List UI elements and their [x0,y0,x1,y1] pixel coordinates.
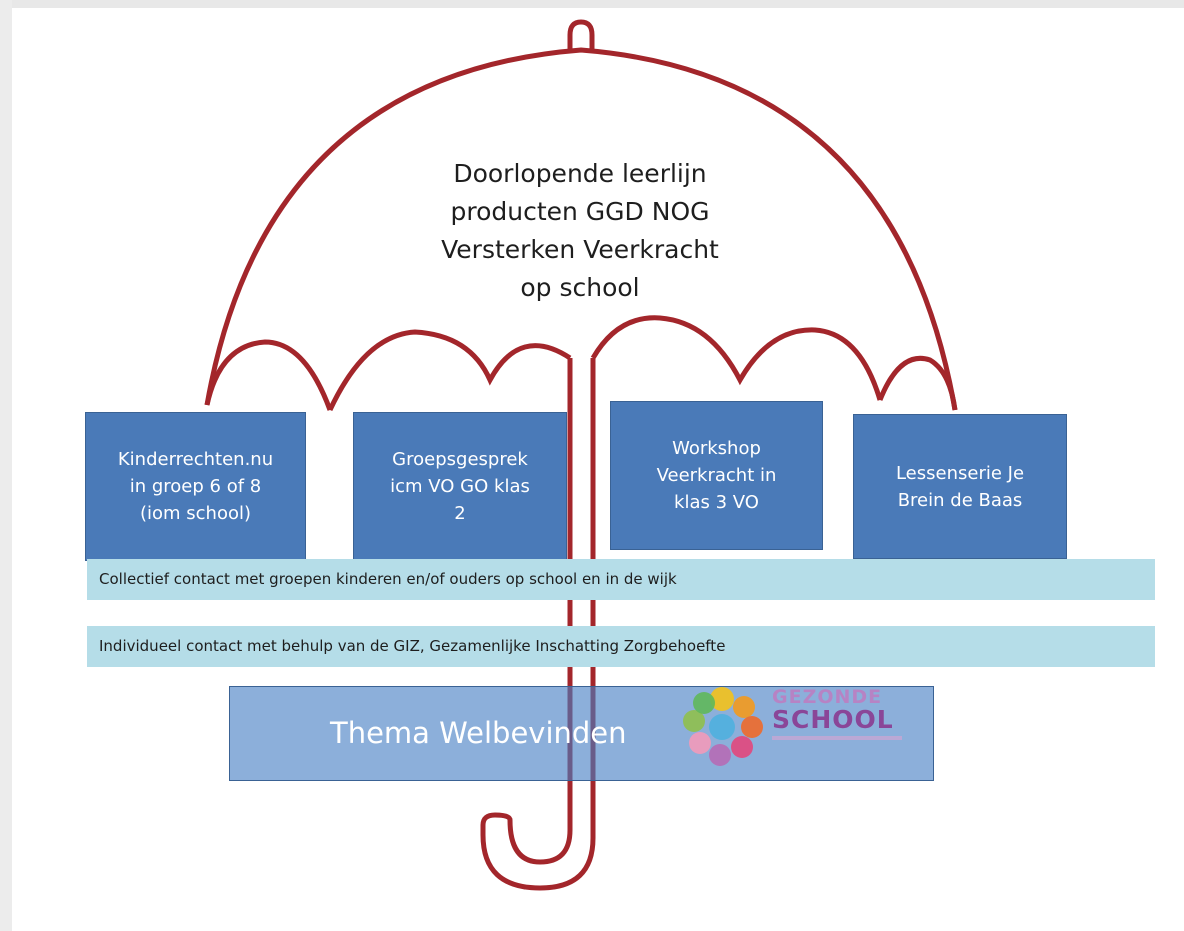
frame-top-border [0,0,1184,8]
title-line: Doorlopende leerlijn [453,159,707,188]
umbrella-scallop-1 [204,339,333,411]
title-line: Versterken Veerkracht [441,235,719,264]
box-line: klas 3 VO [674,492,759,513]
title-line: producten GGD NOG [450,197,710,226]
thema-label: Thema Welbevinden [330,716,627,750]
box-line: icm VO GO klas [390,476,530,497]
box-line: Lessenserie Je [895,462,1025,484]
box-line: (iom school) [139,503,251,524]
product-box-kinderrechten: Kinderrechten.nu in groep 6 of 8 (iom sc… [85,412,306,561]
gezonde-school-logo: GEZONDE SCHOOL [772,687,902,740]
product-box-lessenserie: Lessenserie Je Brein de Baas [853,414,1067,559]
box-line: Kinderrechten.nu [117,449,274,470]
title-line: op school [520,273,640,302]
umbrella-tip [567,19,595,53]
umbrella-scallop-2 [327,329,572,412]
logo-text-gezonde: GEZONDE [772,686,883,708]
umbrella-handle [507,358,573,865]
umbrella-handle-inner [480,358,596,891]
logo-tagline-bar [772,736,902,740]
logo-text-school: SCHOOL [772,705,894,734]
box-line: Workshop [672,438,761,459]
box-line: 2 [454,503,466,524]
thema-welbevinden-box: Thema Welbevinden GEZONDE SCHOOL [229,686,934,781]
diagram-title: Doorlopende leerlijn producten GGD NOG V… [380,155,780,307]
product-box-groepsgesprek: Groepsgesprek icm VO GO klas 2 [353,412,567,561]
box-line: Veerkracht in [656,465,777,486]
gezonde-school-flower-icon [683,687,763,766]
umbrella-scallop-4 [877,356,958,411]
box-line: Groepsgesprek [392,449,528,470]
product-box-workshop: Workshop Veerkracht in klas 3 VO [610,401,823,550]
band-individueel-contact: Individueel contact met behulp van de GI… [87,626,1155,667]
box-line: in groep 6 of 8 [129,476,262,497]
frame-left-border [0,0,12,931]
umbrella-canopy [204,47,958,411]
umbrella-scallop-3 [590,315,883,401]
box-line: Brein de Baas [897,489,1023,511]
band-collectief-contact: Collectief contact met groepen kinderen … [87,559,1155,600]
